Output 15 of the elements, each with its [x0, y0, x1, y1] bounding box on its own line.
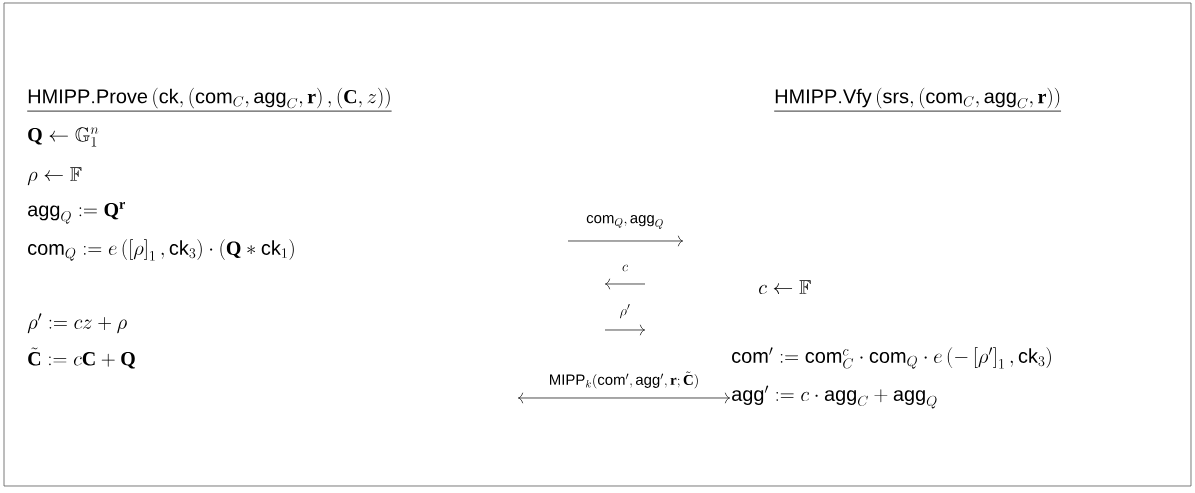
- message-label: $\rho'$: [620, 303, 630, 319]
- procedure-heading: $\underline{\mathsf{HMIPP.Vfy}\left(\mathsf{srs},\left(\mathsf{com}_C,\mathsf{agg}_C,\mathbf{r}\right)\right)}$: [774, 87, 1062, 112]
- formula: $c\leftarrow\mathbb{F}$: [759, 280, 811, 295]
- formula: $\mathbf{Q}\leftarrow\mathbb{G}_1^n$: [28, 127, 99, 147]
- formula: $\tilde{\mathbf{C}}:=c\mathbf{C}+\mathbf{Q}$: [28, 347, 135, 369]
- procedure-heading: $\underline{\mathsf{HMIPP.Prove}\left(\mathsf{ck},\left(\mathsf{com}_C,\mathsf{agg}_C,\mathbf{r}\right),\left(\mathbf{C},z\right)\right)}$: [27, 87, 392, 112]
- formula: $\mathsf{com}':=\mathsf{com}_C^c\cdot\mathsf{com}_Q\cdot e\left(-\left[\rho'\right]_1,\mathsf{ck}_3\right)$: [732, 347, 1051, 369]
- message-label: $\mathsf{com}_Q,\mathsf{agg}_Q$: [586, 215, 663, 229]
- formula: $\rho':=cz+\rho$: [27, 313, 127, 334]
- formula: $\rho\leftarrow\mathbb{F}$: [27, 167, 82, 186]
- formula: $\mathsf{agg}_Q:=\mathbf{Q}^{\mathbf{r}}$: [28, 202, 125, 224]
- message-label: $\mathsf{MIPP}_k(\mathsf{com}',\mathsf{agg}',\mathbf{r};\tilde{\mathbf{C}})$: [550, 371, 698, 389]
- formula: $\mathsf{agg}':=c\cdot\mathsf{agg}_C+\mathsf{agg}_Q$: [732, 385, 937, 409]
- message-label: $c$: [622, 264, 628, 272]
- formula: $\mathsf{com}_Q:=e\left(\left[\rho\right]_1,\mathsf{ck}_3\right)\cdot\left(\mathbf{Q}*\mathsf{ck}_1\right)$: [28, 239, 294, 261]
